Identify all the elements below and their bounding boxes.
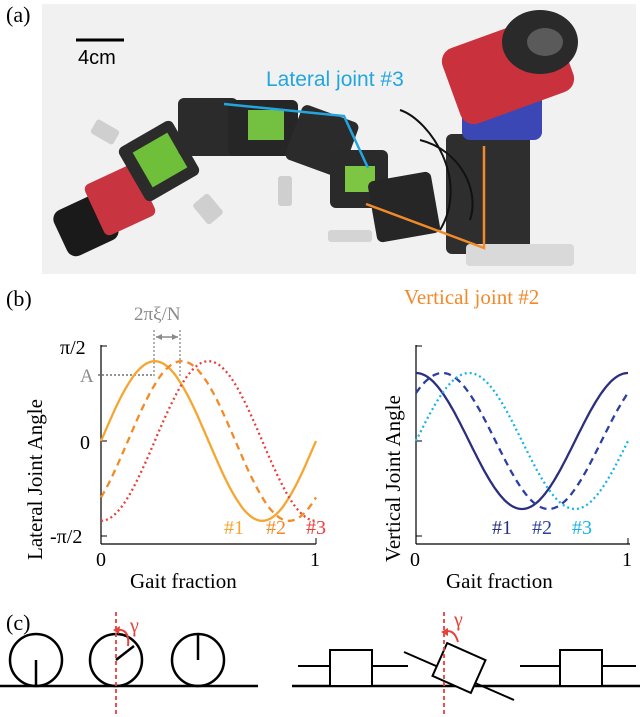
series-line-1 — [99, 360, 318, 522]
legend-label-1: #1 — [492, 517, 512, 539]
robot-photo: 4cm Latera — [42, 4, 636, 274]
tilting-blocks-schematic: γ — [292, 609, 640, 717]
amplitude-label: A — [80, 366, 94, 387]
legend-label-1: #1 — [224, 517, 244, 539]
lateral-joint-marker — [223, 102, 370, 169]
lateral-angle-chart: π/2 0 -π/2 0 1 Gait fraction Lateral Joi… — [23, 304, 326, 593]
y-axis-label: Vertical Joint Angle — [381, 395, 405, 562]
y-axis-label: Lateral Joint Angle — [23, 399, 47, 560]
block-3 — [559, 649, 603, 687]
series-line-2 — [100, 360, 317, 522]
rolling-wheels-schematic: γ — [0, 612, 258, 717]
panel-label-a: (a) — [6, 2, 30, 27]
phase-shift-label: 2πξ/N — [134, 304, 181, 325]
y-tick-bottom: -π/2 — [50, 526, 82, 548]
vertical-joint-label: Vertical joint #2 — [404, 285, 539, 309]
x-tick-0: 0 — [96, 549, 106, 571]
series-line-1 — [415, 371, 629, 511]
legend-label-3: #3 — [306, 517, 326, 539]
y-tick-top: π/2 — [60, 337, 86, 359]
x-tick-1: 1 — [622, 549, 632, 571]
block-2 — [431, 641, 487, 695]
gamma-label: γ — [453, 609, 463, 631]
snake-robot — [53, 10, 578, 266]
legend-label-2: #2 — [266, 517, 286, 539]
series-line-2 — [415, 371, 629, 511]
x-tick-1: 1 — [310, 549, 320, 571]
gamma-label: γ — [129, 615, 139, 637]
legend-label-2: #2 — [532, 517, 552, 539]
vertical-joint-marker — [365, 146, 486, 250]
legend-label-3: #3 — [572, 517, 592, 539]
scale-bar-label: 4cm — [78, 47, 116, 69]
panel-label-c: (c) — [6, 610, 30, 635]
x-axis-label: Gait fraction — [130, 569, 237, 593]
lateral-joint-label: Lateral joint #3 — [266, 68, 404, 91]
panel-label-b: (b) — [6, 286, 32, 311]
block-1 — [329, 649, 373, 687]
x-axis-label: Gait fraction — [446, 569, 553, 593]
x-tick-0: 0 — [410, 549, 420, 571]
series-line-3 — [414, 371, 630, 511]
vertical-angle-chart: 0 1 Gait fraction Vertical Joint Angle #… — [381, 345, 632, 593]
y-tick-zero: 0 — [80, 432, 90, 454]
series-line-3 — [100, 360, 317, 522]
